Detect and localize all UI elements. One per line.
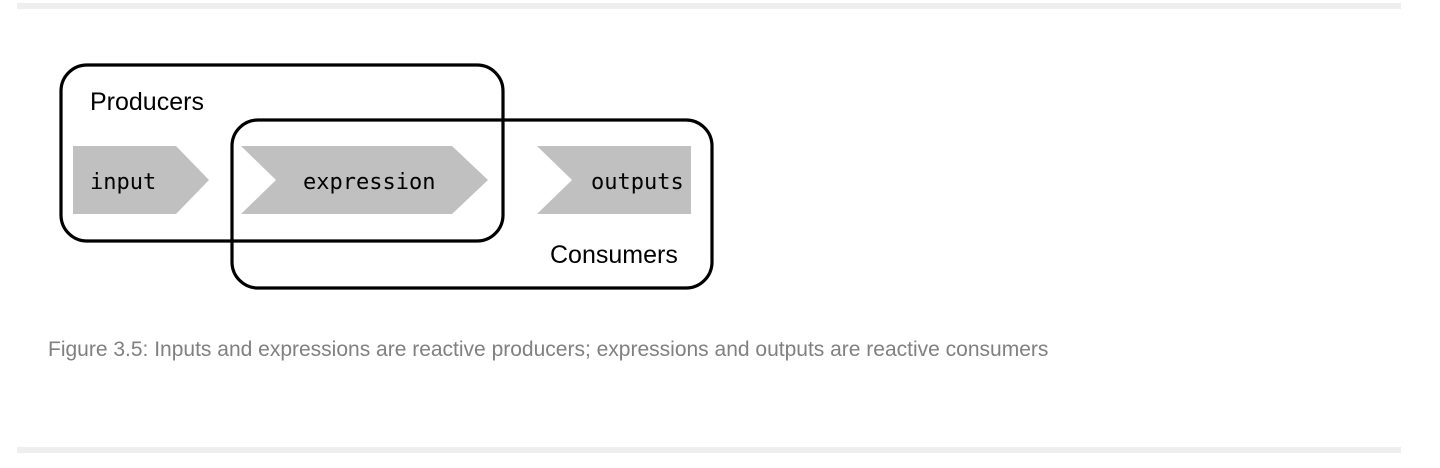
producers-group-label: Producers xyxy=(90,88,204,116)
figure-caption: Figure 3.5: Inputs and expressions are r… xyxy=(48,338,1049,361)
expression-node-label: expression xyxy=(303,170,435,195)
outputs-node-shape xyxy=(537,146,691,214)
diagram-svg: Producers input expression outputs Consu… xyxy=(59,63,714,290)
input-node-shape xyxy=(73,146,209,214)
top-divider xyxy=(17,3,1401,9)
producers-group-box xyxy=(59,63,505,243)
consumers-group-label: Consumers xyxy=(550,241,678,269)
outputs-node-label: outputs xyxy=(591,170,684,195)
input-node-label: input xyxy=(90,170,156,195)
expression-node-shape xyxy=(241,146,488,214)
consumers-group-box xyxy=(230,118,714,290)
bottom-divider xyxy=(17,447,1401,453)
reactivity-diagram: Producers input expression outputs Consu… xyxy=(40,40,760,310)
